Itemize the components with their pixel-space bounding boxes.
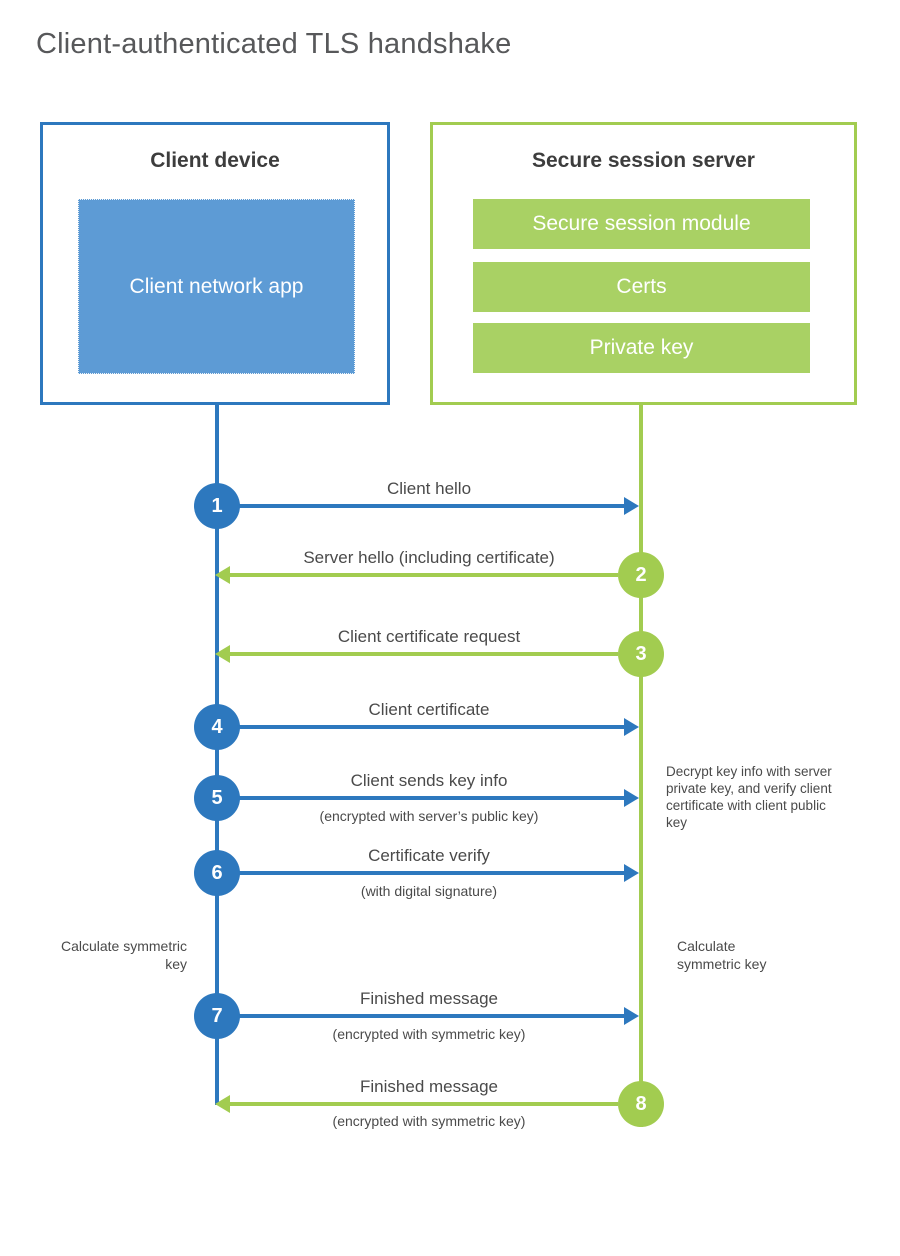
arrow-shaft bbox=[228, 652, 618, 656]
server-lifeline bbox=[639, 405, 643, 1127]
step-1-label: Client hello bbox=[386, 479, 472, 498]
arrow-left-icon bbox=[215, 645, 230, 663]
server-module-private-key: Private key bbox=[473, 323, 810, 373]
step-6-badge: 6 bbox=[194, 850, 240, 896]
step-2-label: Server hello (including certificate) bbox=[303, 548, 555, 567]
arrow-shaft bbox=[228, 1102, 618, 1106]
step-7-badge: 7 bbox=[194, 993, 240, 1039]
step-2-badge: 2 bbox=[618, 552, 664, 598]
step-1-badge: 1 bbox=[194, 483, 240, 529]
calculate-symmetric-key-note-client: Calculate symmetric key bbox=[60, 938, 187, 972]
step-6-label: Certificate verify bbox=[368, 846, 490, 865]
server-module-label: Private key bbox=[589, 336, 694, 359]
step-5-sublabel: (encrypted with server’s public key) bbox=[319, 808, 539, 824]
step-8-label: Finished message bbox=[360, 1077, 498, 1096]
arrow-shaft bbox=[239, 725, 625, 729]
page-title: Client-authenticated TLS handshake bbox=[36, 28, 512, 60]
step-5-badge: 5 bbox=[194, 775, 240, 821]
step-5-label: Client sends key info bbox=[350, 771, 508, 790]
step-4-badge: 4 bbox=[194, 704, 240, 750]
step-8-badge: 8 bbox=[618, 1081, 664, 1127]
client-lifeline bbox=[215, 405, 219, 1105]
arrow-right-icon bbox=[624, 789, 639, 807]
step-7-label: Finished message bbox=[360, 989, 498, 1008]
arrow-shaft bbox=[239, 796, 625, 800]
secure-session-server-title: Secure session server bbox=[532, 149, 755, 172]
step-8-sublabel: (encrypted with symmetric key) bbox=[332, 1113, 526, 1129]
step-3-badge: 3 bbox=[618, 631, 664, 677]
server-module-secure-session: Secure session module bbox=[473, 199, 810, 249]
arrow-shaft bbox=[239, 1014, 625, 1018]
step-6-sublabel: (with digital signature) bbox=[360, 883, 498, 899]
step-4-label: Client certificate bbox=[368, 700, 490, 719]
calculate-symmetric-key-note-server: Calculate symmetric key bbox=[677, 938, 767, 972]
step-3-label: Client certificate request bbox=[337, 627, 521, 646]
arrow-left-icon bbox=[215, 566, 230, 584]
client-network-app-rect: Client network app bbox=[78, 199, 355, 374]
arrow-shaft bbox=[228, 573, 618, 577]
client-network-app-label: Client network app bbox=[129, 274, 304, 298]
server-module-certs: Certs bbox=[473, 262, 810, 312]
arrow-right-icon bbox=[624, 1007, 639, 1025]
arrow-left-icon bbox=[215, 1095, 230, 1113]
client-device-title: Client device bbox=[150, 149, 280, 172]
arrow-right-icon bbox=[624, 864, 639, 882]
server-module-label: Certs bbox=[616, 275, 667, 298]
arrow-right-icon bbox=[624, 497, 639, 515]
arrow-right-icon bbox=[624, 718, 639, 736]
arrow-shaft bbox=[239, 871, 625, 875]
server-module-label: Secure session module bbox=[532, 212, 751, 235]
decrypt-note: Decrypt key info with server private key… bbox=[666, 764, 832, 830]
arrow-shaft bbox=[239, 504, 625, 508]
step-7-sublabel: (encrypted with symmetric key) bbox=[332, 1026, 526, 1042]
